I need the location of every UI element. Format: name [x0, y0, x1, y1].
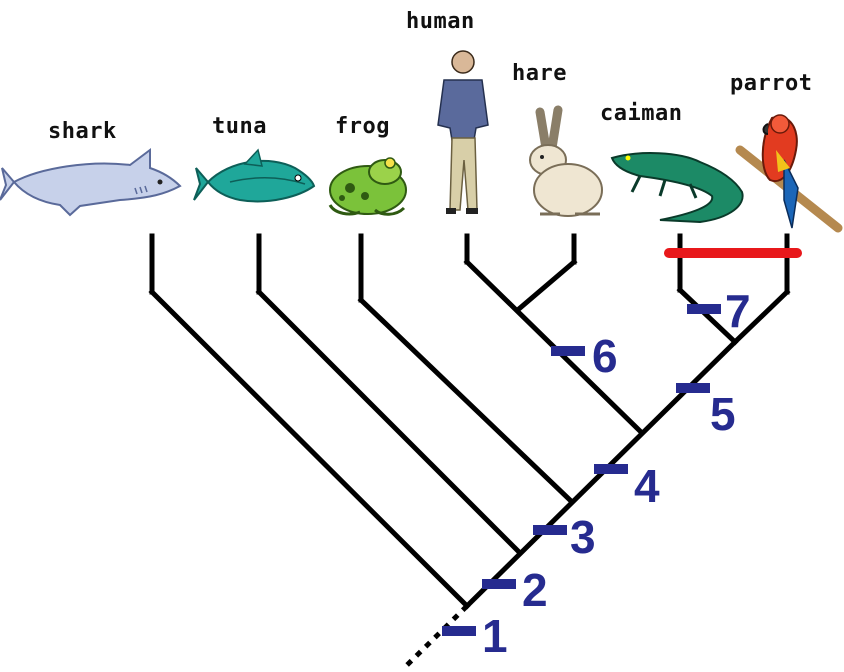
branch-hare [516, 258, 578, 312]
mark-4: 4 [594, 460, 660, 512]
label-caiman: caiman [600, 101, 682, 126]
label-frog: frog [335, 114, 390, 139]
frog-icon [328, 157, 407, 216]
mark-2-label: 2 [522, 564, 548, 616]
parrot-icon [735, 114, 843, 233]
mark-7-label: 7 [725, 285, 751, 337]
branch-shark [148, 288, 471, 610]
mark-5: 5 [676, 383, 736, 440]
label-human: human [406, 9, 475, 34]
human-icon [437, 50, 489, 214]
label-tuna: tuna [212, 114, 267, 139]
shark-icon [0, 148, 182, 217]
mark-5-label: 5 [710, 388, 736, 440]
mark-6-label: 6 [592, 330, 618, 382]
mark-7: 7 [687, 285, 751, 337]
label-parrot: parrot [730, 71, 812, 96]
caiman-icon [610, 152, 744, 224]
branch-tuna [255, 288, 524, 557]
tree-branches [148, 233, 791, 670]
mark-6: 6 [551, 330, 618, 382]
branch-parrot [731, 288, 791, 346]
branch-caiman [676, 286, 739, 346]
hare-icon [529, 105, 603, 217]
mark-3-label: 3 [570, 511, 596, 563]
label-shark: shark [48, 119, 117, 144]
mark-2: 2 [482, 564, 548, 616]
mark-4-label: 4 [634, 460, 660, 512]
mark-1: 1 [442, 610, 508, 662]
branch-frog [357, 296, 576, 506]
character-marks: 1 2 3 4 5 6 7 [442, 285, 751, 662]
label-hare: hare [512, 61, 567, 86]
branch-root-dotted [402, 604, 469, 670]
tuna-icon [193, 148, 316, 203]
mark-1-label: 1 [482, 610, 508, 662]
mark-3: 3 [533, 511, 596, 563]
